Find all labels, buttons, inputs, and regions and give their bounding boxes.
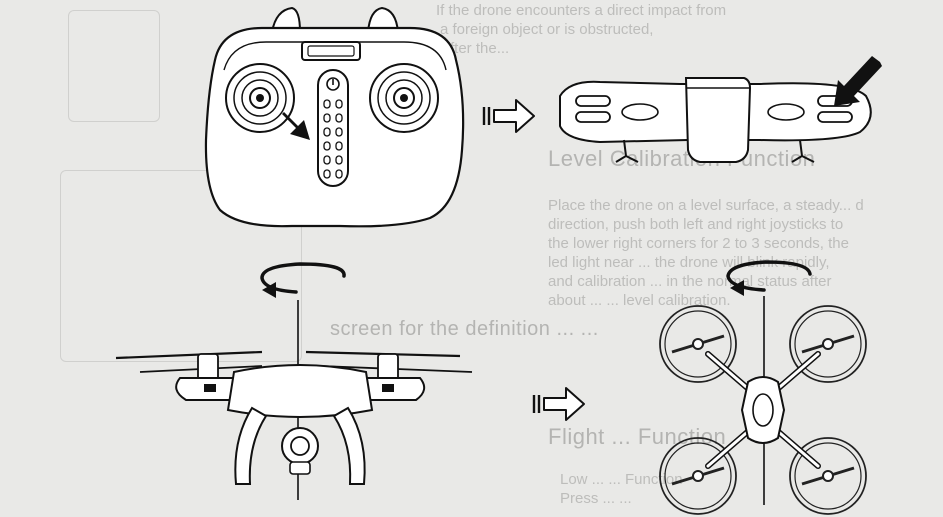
drone-top-view-illustration: [660, 306, 866, 514]
next-step-arrow: [534, 388, 584, 420]
remote-controller-illustration: [206, 8, 463, 226]
drone-front-view-illustration: [116, 352, 472, 484]
drone-side-view-illustration: [560, 56, 882, 162]
next-step-arrow: [484, 100, 534, 132]
